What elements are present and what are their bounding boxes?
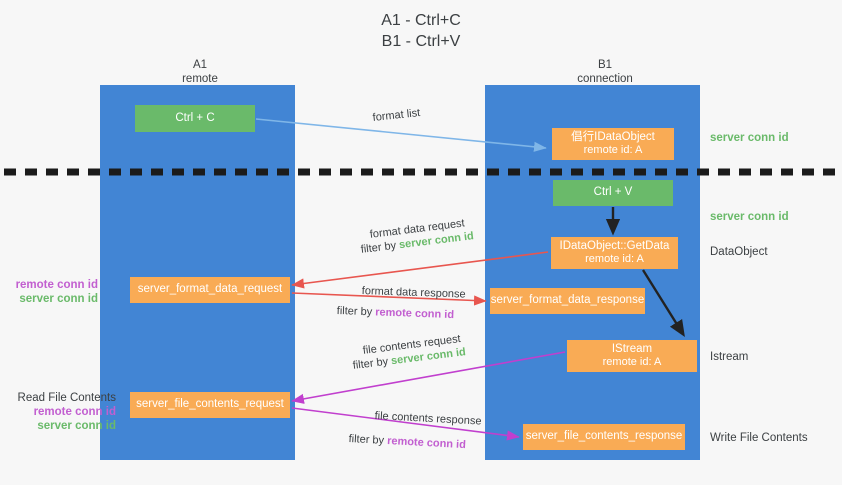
node-server-format-data-request[interactable]: server_format_data_request xyxy=(130,277,290,303)
filter-prefix: filter by xyxy=(348,432,388,447)
side-label-istream: Istream xyxy=(710,351,749,363)
edge-label-file-contents-response-text: file contents response xyxy=(374,409,482,428)
node-idataobject-sub: remote id: A xyxy=(583,144,643,156)
edge-label-format-data-response-text: format data response xyxy=(361,284,466,301)
edge-label-format-data-response: format data response xyxy=(362,284,466,302)
edge-label-file-contents-response-filter: filter by remote conn id xyxy=(348,432,466,452)
edge-label-format-list: format list xyxy=(372,106,421,125)
side-label-read-file-contents: Read File Contents xyxy=(17,392,116,404)
node-server-file-contents-request-label: server_file_contents_request xyxy=(136,398,284,411)
side-label-write-file-contents: Write File Contents xyxy=(710,432,808,444)
node-ctrl-c[interactable]: Ctrl + C xyxy=(135,105,255,132)
phase-divider xyxy=(4,168,838,176)
side-label-server-conn-id-mid: server conn id xyxy=(710,211,789,223)
side-label-read-file-contents-group: Read File Contents remote conn id server… xyxy=(8,391,116,433)
lane-header-b1: B1 connection xyxy=(520,58,690,86)
node-server-format-data-request-label: server_format_data_request xyxy=(137,283,283,296)
side-label-conn-ids-format: remote conn id server conn id xyxy=(8,278,98,306)
side-label-server-conn-id-a: server conn id xyxy=(19,293,98,305)
node-idataobject-getdata[interactable]: IDataObject::GetData remote id: A xyxy=(551,237,678,269)
lane-header-a1: A1 remote xyxy=(120,58,280,86)
lane-header-a1-subtitle: remote xyxy=(182,73,218,85)
node-idataobject-label: 倡行IDataObject xyxy=(571,130,655,143)
lane-header-b1-subtitle: connection xyxy=(577,73,633,85)
filter-value-remote-conn-id: remote conn id xyxy=(375,306,455,322)
node-idataobject[interactable]: 倡行IDataObject remote id: A xyxy=(552,128,674,160)
edge-label-format-data-response-filter: filter by remote conn id xyxy=(337,304,455,322)
title-line-1: A1 - Ctrl+C xyxy=(381,12,461,29)
lane-header-a1-name: A1 xyxy=(192,59,208,71)
node-server-file-contents-request[interactable]: server_file_contents_request xyxy=(130,392,290,418)
node-istream-sub: remote id: A xyxy=(602,356,662,368)
side-label-server-conn-id-top: server conn id xyxy=(710,132,789,144)
node-ctrl-v[interactable]: Ctrl + V xyxy=(553,180,673,206)
lane-header-b1-name: B1 xyxy=(597,59,613,71)
title-line-2: B1 - Ctrl+V xyxy=(381,33,461,50)
page-title: A1 - Ctrl+C B1 - Ctrl+V xyxy=(0,10,842,52)
node-getdata-label: IDataObject::GetData xyxy=(559,239,670,252)
node-server-format-data-response[interactable]: server_format_data_response xyxy=(490,288,645,314)
side-label-dataobject: DataObject xyxy=(710,246,768,258)
filter-value-remote-conn-id: remote conn id xyxy=(386,435,467,452)
filter-prefix: filter by xyxy=(352,355,392,372)
node-server-file-contents-response-label: server_file_contents_response xyxy=(525,430,683,443)
node-istream[interactable]: IStream remote id: A xyxy=(567,340,697,372)
edge-label-format-list-text: format list xyxy=(372,107,421,124)
node-ctrl-v-label: Ctrl + V xyxy=(593,186,633,199)
side-label-server-conn-id-b: server conn id xyxy=(37,420,116,432)
filter-prefix: filter by xyxy=(360,239,400,256)
node-server-file-contents-response[interactable]: server_file_contents_response xyxy=(523,424,685,450)
side-label-remote-conn-id-b: remote conn id xyxy=(33,406,116,418)
node-istream-label: IStream xyxy=(611,342,653,355)
node-getdata-sub: remote id: A xyxy=(585,253,644,265)
edge-label-file-contents-response: file contents response xyxy=(374,409,482,429)
side-label-remote-conn-id-a: remote conn id xyxy=(15,279,98,291)
filter-prefix: filter by xyxy=(336,304,376,319)
node-ctrl-c-label: Ctrl + C xyxy=(175,111,215,124)
node-server-format-data-response-label: server_format_data_response xyxy=(490,294,645,307)
